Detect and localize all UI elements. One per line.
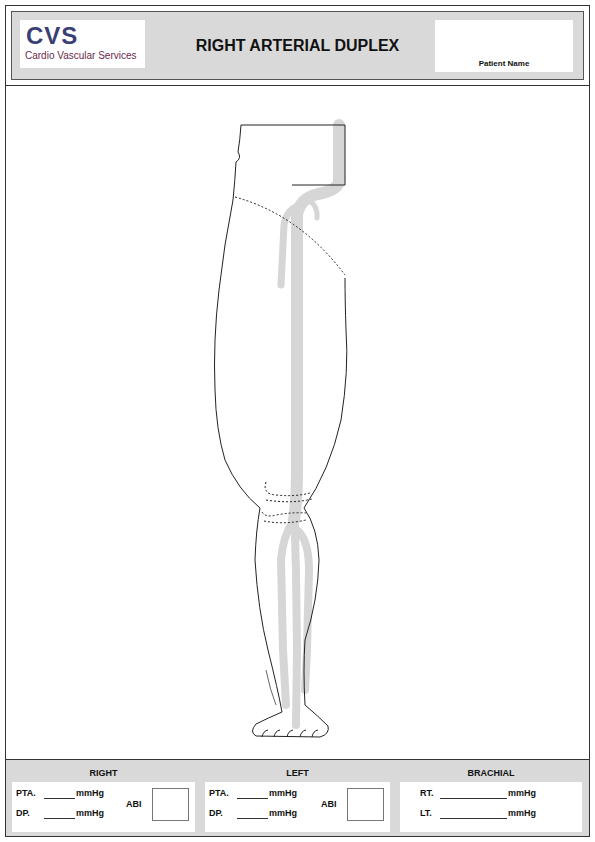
entry-square <box>152 788 189 821</box>
unit-label: mmHg <box>508 788 536 798</box>
name-box: Patient Name <box>435 20 573 72</box>
logo-subtitle: Cardio Vascular Services <box>25 50 137 61</box>
result-panel: BRACHIALRT.mmHgLT.mmHg <box>400 766 582 832</box>
unit-label: mmHg <box>76 788 104 798</box>
blank-line <box>44 798 75 799</box>
logo-box: CVSCardio Vascular Services <box>20 20 145 68</box>
field-label: DP. <box>16 808 30 818</box>
unit-label: mmHg <box>269 788 297 798</box>
result-panel: LEFTPTA.mmHgDP.mmHgABI <box>205 766 390 832</box>
panel-heading: BRACHIAL <box>400 768 582 778</box>
field-label: LT. <box>420 808 432 818</box>
entry-square <box>347 788 384 821</box>
blank-line <box>237 818 268 819</box>
blank-line <box>237 798 268 799</box>
field-label: PTA. <box>209 788 229 798</box>
abi-box: ABI <box>321 788 385 821</box>
blank-line <box>44 818 75 819</box>
field-label: PTA. <box>16 788 36 798</box>
panel-heading: RIGHT <box>12 768 195 778</box>
field-label: DP. <box>209 808 223 818</box>
unit-label: mmHg <box>76 808 104 818</box>
blank-line <box>440 798 507 799</box>
logo-mark: CVS <box>26 22 78 50</box>
abi-box: ABI <box>126 788 190 821</box>
panel-heading: LEFT <box>205 768 390 778</box>
result-panel: RIGHTPTA.mmHgDP.mmHgABI <box>12 766 195 832</box>
blank-line <box>440 818 507 819</box>
unit-label: mmHg <box>508 808 536 818</box>
field-label: ABI <box>321 799 337 809</box>
field-label: Patient Name <box>435 59 573 68</box>
unit-label: mmHg <box>269 808 297 818</box>
field-label: ABI <box>126 799 142 809</box>
field-label: RT. <box>420 788 434 798</box>
